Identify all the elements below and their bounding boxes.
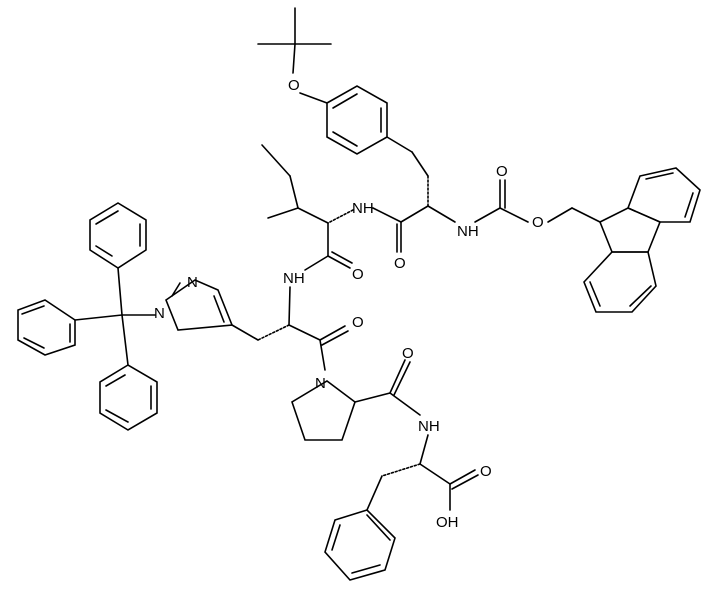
tyrosine-side-chain bbox=[299, 85, 429, 177]
isoleucine-residue bbox=[261, 144, 354, 271]
atom-o-pro: O bbox=[402, 345, 414, 362]
phenylalanine-residue bbox=[324, 434, 479, 581]
tyrosine-backbone bbox=[372, 175, 456, 253]
atom-n-pro: N bbox=[315, 375, 326, 392]
atom-o-fmoc-carbonyl: O bbox=[496, 163, 508, 180]
atom-n-imidazole: N bbox=[187, 274, 198, 291]
atom-oh: OH bbox=[436, 514, 459, 531]
atom-o-tbu: O bbox=[288, 77, 300, 94]
atom-o-cooh: O bbox=[480, 463, 492, 480]
atom-o-fmoc-ester: O bbox=[532, 214, 544, 231]
atom-n-trityl: N bbox=[154, 305, 165, 322]
atom-nh-pro: NH bbox=[418, 418, 440, 435]
histidine-residue bbox=[121, 279, 349, 371]
atom-labels: O NH O NH O O NH O N N O N O NH O OH bbox=[154, 77, 544, 531]
atom-o-his: O bbox=[352, 314, 364, 331]
fmoc-group bbox=[474, 167, 701, 313]
atom-nh-fmoc: NH bbox=[457, 223, 479, 240]
atom-o-tyr: O bbox=[394, 255, 406, 272]
tert-butyl-group bbox=[257, 7, 332, 74]
atom-nh-ile: NH bbox=[283, 270, 305, 287]
atom-o-ile: O bbox=[352, 266, 364, 283]
proline-residue bbox=[291, 359, 421, 441]
trityl-group bbox=[17, 202, 158, 431]
atom-nh-tyr: NH bbox=[352, 200, 374, 217]
